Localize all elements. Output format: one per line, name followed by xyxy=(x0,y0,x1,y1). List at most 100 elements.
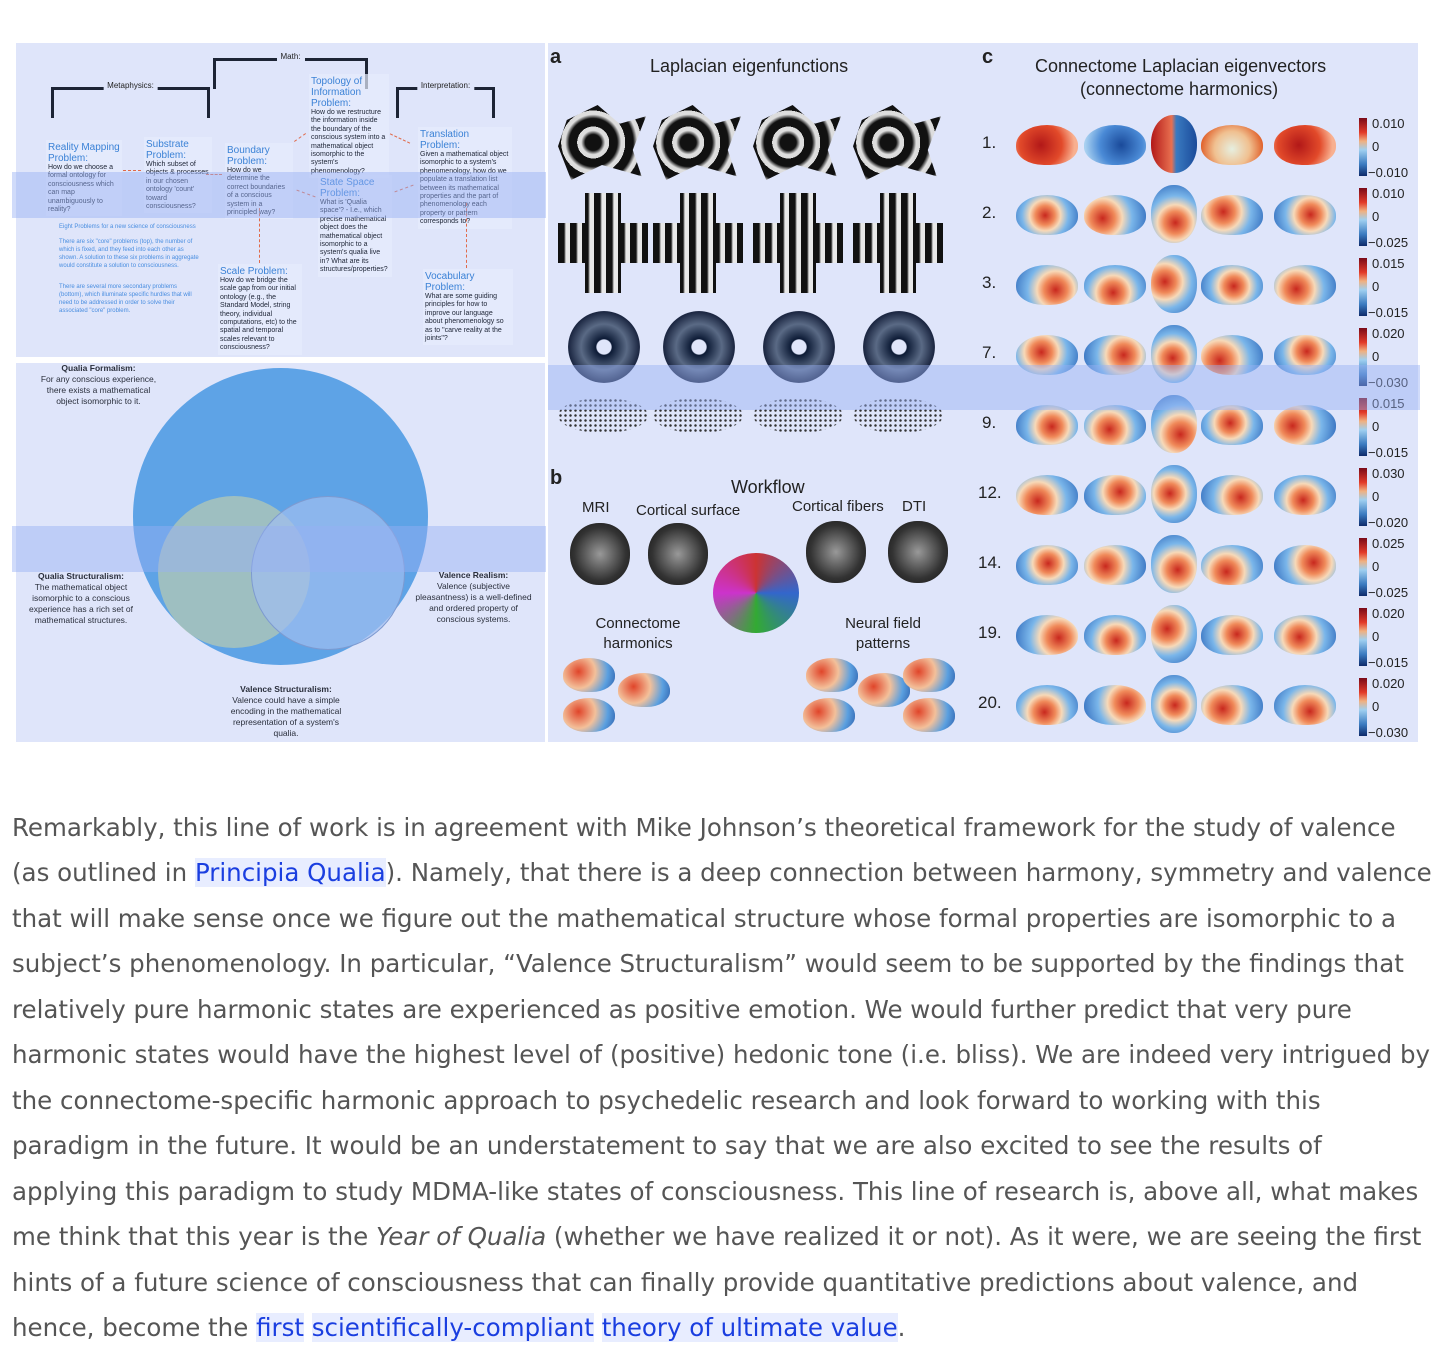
brain-harmonic-map xyxy=(1274,335,1336,375)
arrow xyxy=(389,133,411,144)
colorbar-zero-value: 0 xyxy=(1372,279,1380,294)
label-valence-structuralism: Valence Structuralism:Valence could have… xyxy=(230,684,342,739)
brain-harmonic-map xyxy=(1084,125,1146,165)
connectome-brain-image xyxy=(713,553,799,633)
bracket-interpretation: Interpretation: xyxy=(396,81,495,118)
link-principia-qualia[interactable]: Principia Qualia xyxy=(194,858,386,887)
brain-harmonic-map xyxy=(1084,545,1146,585)
colorbar-zero-value: 0 xyxy=(1372,559,1380,574)
eigenfunction-cross xyxy=(853,193,943,293)
colorbar xyxy=(1359,538,1367,596)
colorbar-min-value: −0.030 xyxy=(1368,725,1409,740)
panel-letter-c: c xyxy=(982,46,994,68)
brain-harmonic-map xyxy=(1201,685,1263,725)
brain-harmonic-map xyxy=(1016,265,1078,305)
brain-harmonic-map xyxy=(1151,325,1197,383)
colorbar-min-value: −0.010 xyxy=(1368,165,1409,180)
brain-harmonic-map xyxy=(1016,685,1078,725)
brain-harmonic-map xyxy=(1016,545,1078,585)
brain-harmonic-map xyxy=(1274,545,1336,585)
brain-harmonic-map xyxy=(1151,115,1197,173)
eigenfunction-point-cloud xyxy=(558,398,648,433)
harmonic-row-label: 12. xyxy=(978,483,1002,502)
brain-harmonic-map xyxy=(1151,605,1197,663)
colorbar-zero-value: 0 xyxy=(1372,419,1380,434)
brain-harmonic-map xyxy=(1151,185,1197,243)
label-dti: DTI xyxy=(902,498,927,515)
brain-harmonic-map xyxy=(1016,335,1078,375)
connectome-title-1: Connectome Laplacian eigenvectors xyxy=(1035,56,1327,76)
colorbar-min-value: −0.025 xyxy=(1368,585,1409,600)
arrow xyxy=(259,208,260,263)
brain-harmonic-map xyxy=(1016,405,1078,445)
brain-harmonic-map xyxy=(1274,195,1336,235)
eigenfunction-3d-surface xyxy=(763,311,835,383)
brain-harmonic-map xyxy=(1151,395,1197,453)
body-paragraph: Remarkably, this line of work is in agre… xyxy=(12,812,1432,1342)
harmonic-brain-image xyxy=(618,673,670,707)
brain-harmonic-map xyxy=(1201,265,1263,305)
brain-harmonic-map xyxy=(1016,125,1078,165)
label-qualia-formalism: Qualia Formalism:For any conscious exper… xyxy=(40,363,157,407)
brain-harmonic-map xyxy=(1274,265,1336,305)
harmonic-row-label: 7. xyxy=(982,343,997,362)
colorbar-max-value: 0.015 xyxy=(1372,396,1405,411)
eigenfunction-membrane xyxy=(653,105,741,180)
harmonic-brain-image xyxy=(903,658,955,692)
brain-harmonic-map xyxy=(1084,405,1146,445)
colorbar-zero-value: 0 xyxy=(1372,699,1380,714)
brain-harmonic-map xyxy=(1201,335,1263,375)
link-theory-of-ultimate-value[interactable]: theory of ultimate value xyxy=(601,1313,898,1342)
brain-harmonic-map xyxy=(1016,615,1078,655)
panel-letter-a: a xyxy=(550,46,562,68)
cortical-fibers-image xyxy=(806,521,866,583)
eigenfunction-3d-surface xyxy=(568,311,640,383)
colorbar-zero-value: 0 xyxy=(1372,489,1380,504)
brain-harmonic-map xyxy=(1151,675,1197,733)
harmonic-brain-image xyxy=(858,673,910,707)
harmonic-row-label: 3. xyxy=(982,273,997,292)
eigenfunction-point-cloud xyxy=(853,398,943,433)
problem-reality-mapping: Reality Mapping Problem:How do we choose… xyxy=(46,140,122,217)
label-valence-realism: Valence Realism:Valence (subjective plea… xyxy=(415,570,532,625)
mri-scan-image xyxy=(570,523,630,585)
colorbar-zero-value: 0 xyxy=(1372,349,1380,364)
brain-harmonic-map xyxy=(1016,475,1078,515)
laplacian-title: Laplacian eigenfunctions xyxy=(650,56,849,76)
colorbar xyxy=(1359,468,1367,526)
colorbar xyxy=(1359,188,1367,246)
problem-state-space: State Space Problem:What is 'Qualia spac… xyxy=(318,175,392,277)
colorbar-zero-value: 0 xyxy=(1372,629,1380,644)
eigenfunction-membrane xyxy=(853,105,941,180)
harmonic-row-label: 2. xyxy=(982,203,997,222)
eigenfunction-cross xyxy=(653,193,743,293)
label-cortical-fibers: Cortical fibers xyxy=(792,498,884,515)
problem-translation: Translation Problem:Given a mathematical… xyxy=(418,127,512,229)
colorbar-max-value: 0.020 xyxy=(1372,606,1405,621)
link-scientifically-compliant[interactable]: scientifically-compliant xyxy=(311,1313,594,1342)
brain-harmonic-map xyxy=(1151,535,1197,593)
colorbar-max-value: 0.015 xyxy=(1372,256,1405,271)
colorbar-max-value: 0.010 xyxy=(1372,116,1405,131)
colorbar-max-value: 0.010 xyxy=(1372,186,1405,201)
problem-substrate: Substrate Problem:Which subset of object… xyxy=(144,137,212,214)
brain-harmonic-map xyxy=(1151,255,1197,313)
label-neural-field-patterns: Neural field patterns xyxy=(845,615,921,652)
eigenfunction-3d-surface xyxy=(863,311,935,383)
colorbar xyxy=(1359,328,1367,386)
link-first[interactable]: first xyxy=(256,1313,304,1342)
brain-harmonic-map xyxy=(1016,195,1078,235)
brain-harmonic-map xyxy=(1084,335,1146,375)
colorbar-zero-value: 0 xyxy=(1372,209,1380,224)
workflow-title: Workflow xyxy=(731,477,805,497)
bracket-metaphysics: Metaphysics: xyxy=(51,81,210,118)
arrow xyxy=(206,174,222,175)
harmonic-row-label: 9. xyxy=(982,413,997,432)
problem-boundary: Boundary Problem:How do we determine the… xyxy=(225,143,293,220)
harmonic-row-label: 19. xyxy=(978,623,1002,642)
harmonic-brain-image xyxy=(563,658,615,692)
colorbar-min-value: −0.030 xyxy=(1368,375,1409,390)
brain-harmonic-map xyxy=(1201,475,1263,515)
label-mri: MRI xyxy=(582,499,610,516)
arrow xyxy=(466,203,467,268)
